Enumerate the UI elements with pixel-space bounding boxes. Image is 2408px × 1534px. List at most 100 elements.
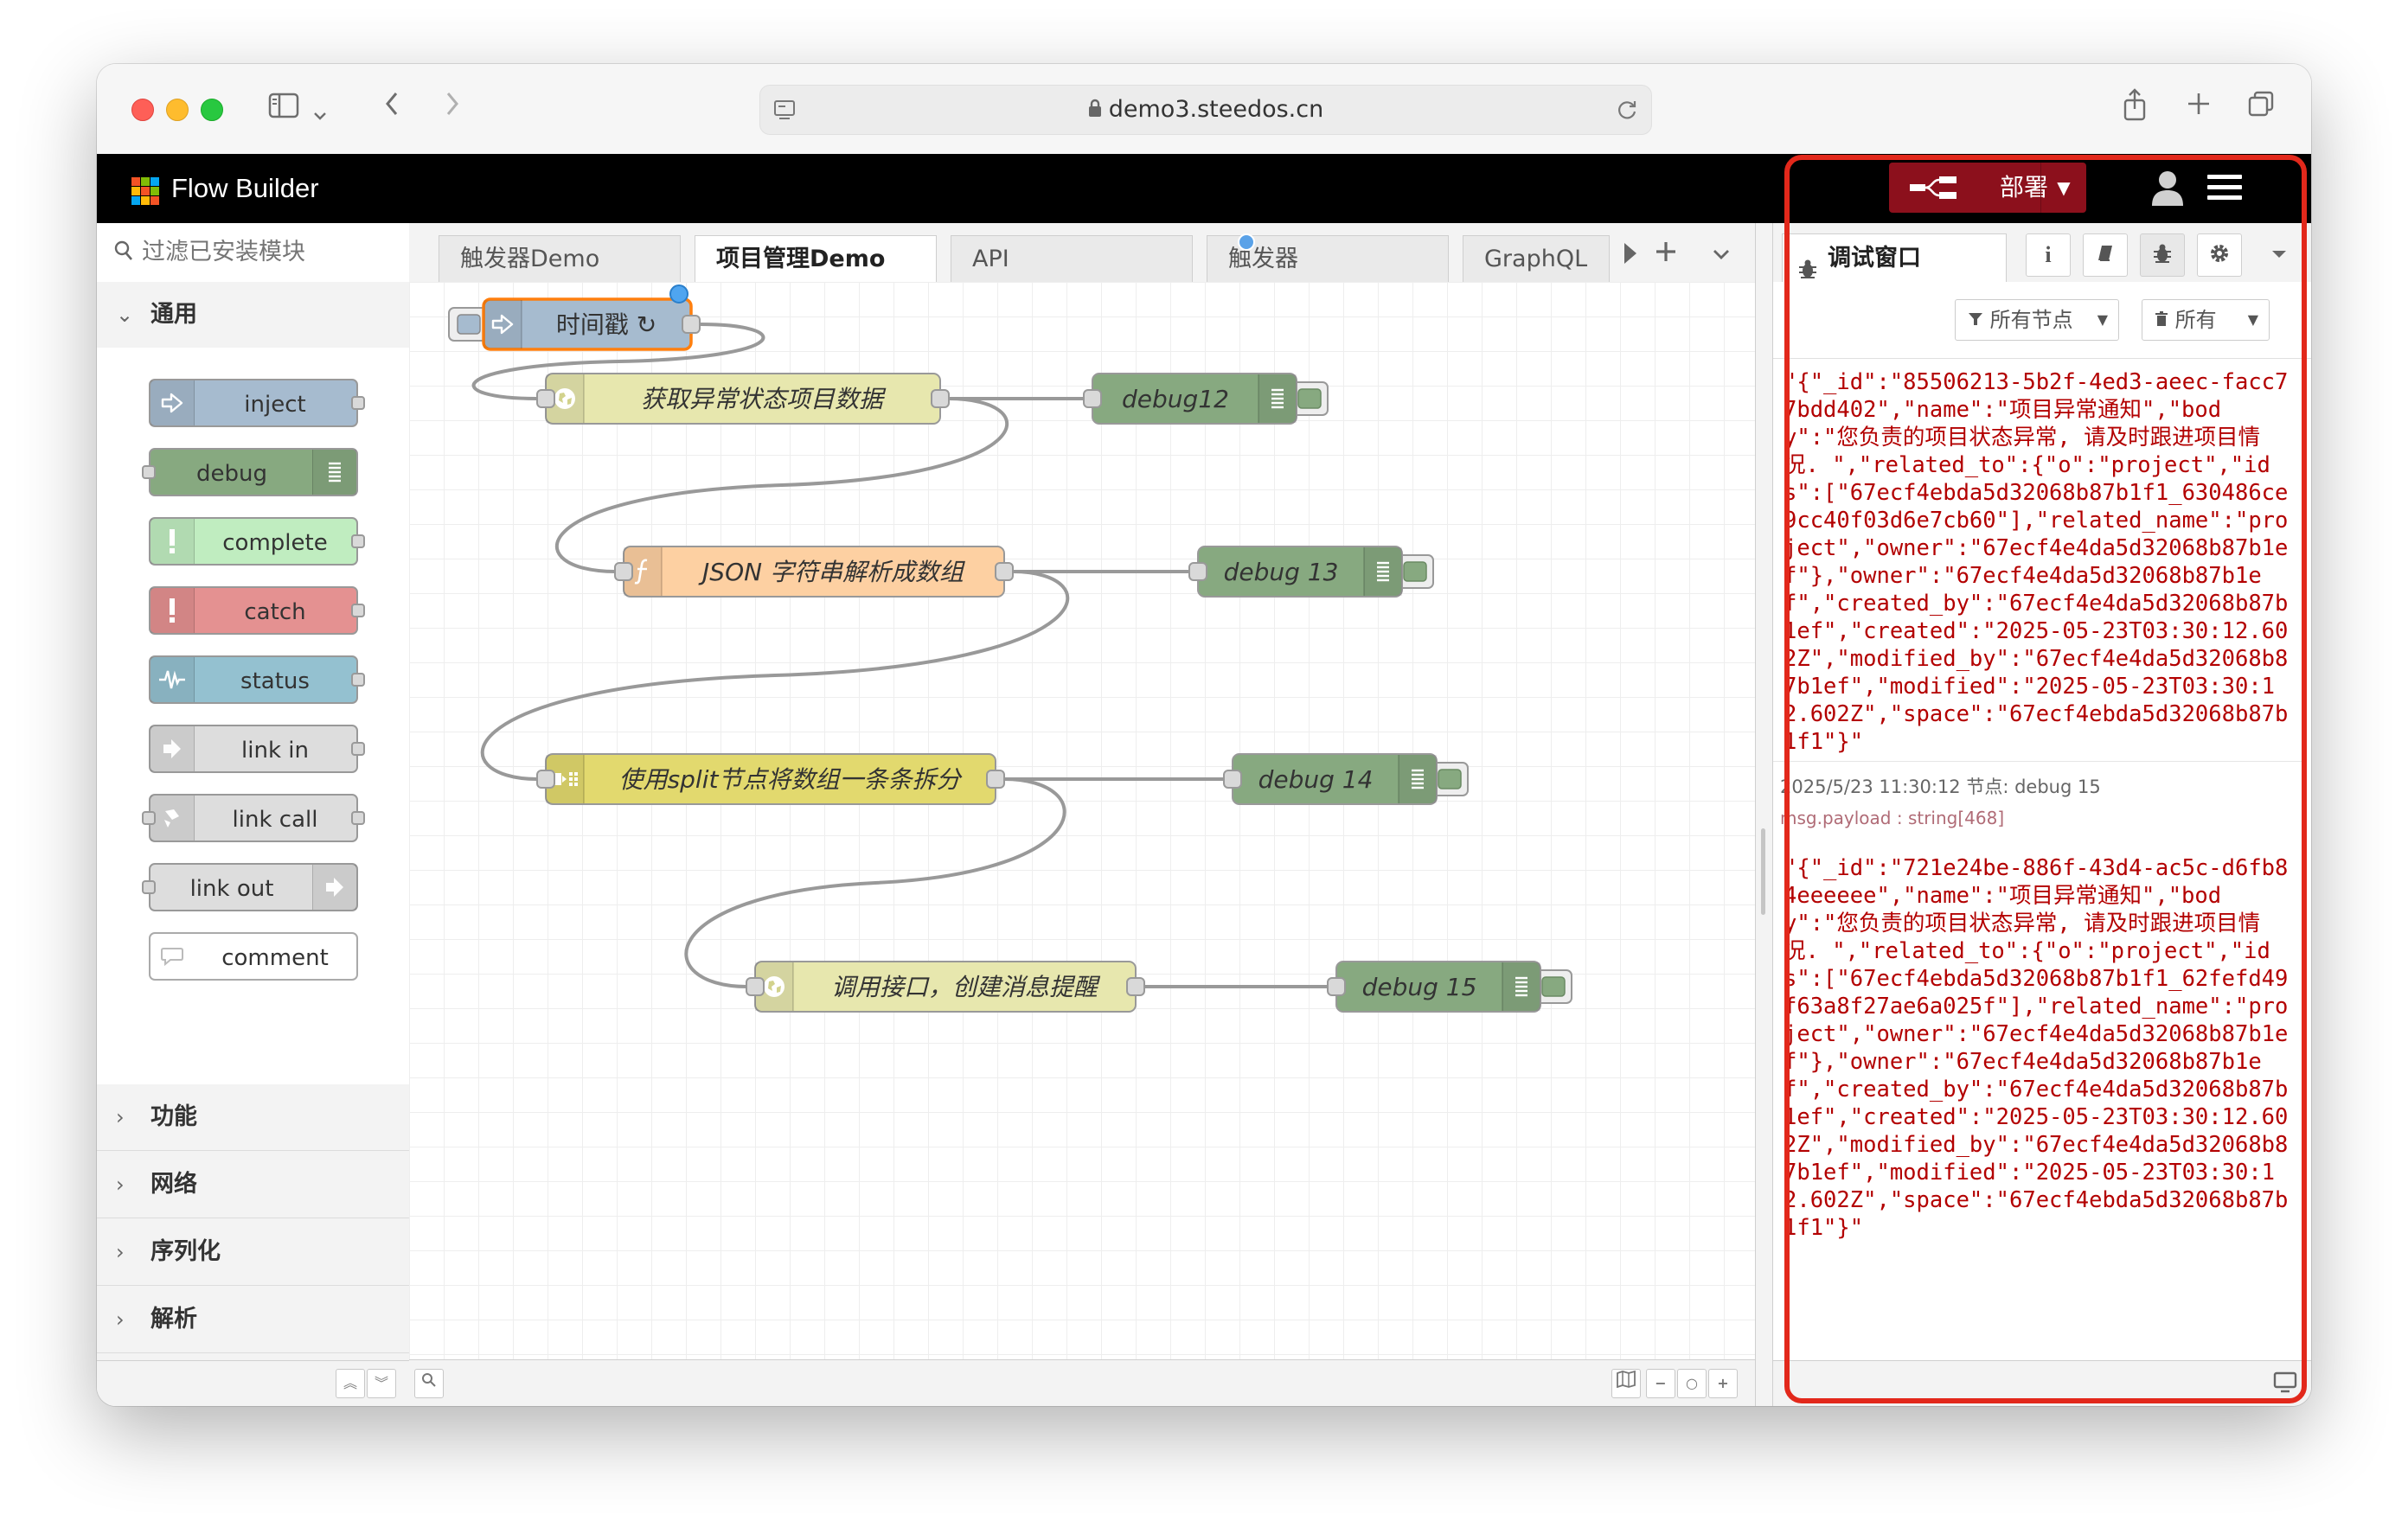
category-header[interactable]: ›序列化 xyxy=(97,1219,409,1286)
input-port[interactable] xyxy=(536,389,555,408)
input-port[interactable] xyxy=(1223,770,1242,789)
category-label: 功能 xyxy=(150,1103,197,1130)
sidebar-menu-caret-icon[interactable] xyxy=(2270,247,2289,264)
category-header[interactable]: ›功能 xyxy=(97,1084,409,1151)
debug-message-body[interactable]: "{"_id":"85506213-5b2f-4ed3-aeec-facc77b… xyxy=(1784,369,2289,755)
flow-wire[interactable] xyxy=(554,397,1009,573)
flow-node-n5[interactable]: 调用接口，创建消息提醒 xyxy=(746,961,1145,1013)
flow-wire[interactable] xyxy=(471,323,765,400)
expand-all-button[interactable]: ︾ xyxy=(367,1369,396,1398)
hamburger-menu-icon[interactable] xyxy=(2207,175,2242,202)
user-icon[interactable] xyxy=(2150,169,2185,208)
output-port[interactable] xyxy=(986,770,1005,789)
tab-graphql[interactable]: GraphQL xyxy=(1463,235,1610,282)
panel-separator[interactable] xyxy=(1755,223,1773,1406)
minimize-window-button[interactable] xyxy=(166,99,189,121)
browser-window: demo3.steedos.cn Flow Builder 部署 ▼ xyxy=(97,64,2311,1406)
category-header[interactable]: ›网络 xyxy=(97,1152,409,1218)
deploy-button[interactable]: 部署 ▼ xyxy=(1889,163,2086,213)
config-tab-button[interactable] xyxy=(2197,233,2242,277)
output-port xyxy=(351,673,365,687)
sidebar-toggle-icon[interactable] xyxy=(266,92,301,126)
input-port[interactable] xyxy=(746,977,765,996)
chevron-down-icon[interactable] xyxy=(310,93,330,128)
category-common-header[interactable]: ⌄ 通用 xyxy=(97,282,409,348)
forward-icon[interactable] xyxy=(439,90,465,125)
flow-list-caret-icon[interactable] xyxy=(1712,247,1731,264)
address-bar[interactable]: demo3.steedos.cn xyxy=(759,85,1652,135)
separator-grip[interactable] xyxy=(1761,828,1765,915)
output-port[interactable] xyxy=(1126,977,1145,996)
navigator-button[interactable] xyxy=(1611,1369,1641,1398)
palette-node-catch[interactable]: catch xyxy=(149,586,365,635)
tab-debug-window[interactable]: 调试窗口 xyxy=(1782,233,2007,282)
flow-node-d15[interactable]: debug 15 xyxy=(1327,961,1572,1013)
filter-nodes-button[interactable]: 所有节点 ▼ xyxy=(1955,299,2119,341)
reload-icon[interactable] xyxy=(1615,98,1639,125)
output-port[interactable] xyxy=(931,389,950,408)
site-settings-icon[interactable] xyxy=(772,98,797,125)
tab-trigger-demo[interactable]: 触发器Demo xyxy=(439,235,681,282)
debug-tab-button[interactable] xyxy=(2140,233,2185,277)
palette-node-label: catch xyxy=(244,599,306,625)
output-port xyxy=(351,396,365,410)
add-flow-icon[interactable] xyxy=(1653,239,1679,268)
zoom-out-button[interactable]: − xyxy=(1646,1369,1675,1398)
flow-node-n3[interactable]: JSON 字符串解析成数组 xyxy=(614,546,1014,598)
sidebar-tab-bar: 调试窗口 i xyxy=(1773,223,2311,283)
flow-node-d13[interactable]: debug 13 xyxy=(1188,546,1434,598)
monitor-icon[interactable] xyxy=(2273,1371,2297,1397)
collapse-all-button[interactable]: ︽ xyxy=(336,1369,365,1398)
input-port[interactable] xyxy=(1188,562,1207,581)
zoom-in-button[interactable]: + xyxy=(1708,1369,1738,1398)
close-window-button[interactable] xyxy=(131,99,154,121)
info-tab-button[interactable]: i xyxy=(2026,233,2071,277)
palette-node-link-out[interactable]: link out xyxy=(142,863,358,911)
flow-node-n4[interactable]: 使用split节点将数组一条条拆分 xyxy=(536,753,1005,805)
input-port[interactable] xyxy=(1327,977,1346,996)
book-icon xyxy=(2095,243,2116,267)
flow-node-n1[interactable]: 时间戳 ↻ xyxy=(448,284,701,351)
palette-filter-input[interactable] xyxy=(140,233,394,270)
zoom-reset-button[interactable]: ○ xyxy=(1677,1369,1707,1398)
input-port[interactable] xyxy=(614,562,633,581)
lock-icon xyxy=(1088,86,1102,135)
flow-node-d14[interactable]: debug 14 xyxy=(1223,753,1469,805)
scroll-tabs-right-icon[interactable] xyxy=(1622,239,1639,272)
tab-api[interactable]: API xyxy=(951,235,1193,282)
output-port[interactable] xyxy=(995,562,1014,581)
tab-overview-icon[interactable] xyxy=(2245,90,2277,125)
palette-node-complete[interactable]: complete xyxy=(149,517,365,566)
list-icon xyxy=(1412,769,1424,789)
palette-node-comment[interactable]: comment xyxy=(149,932,358,981)
output-port xyxy=(351,742,365,756)
palette-node-debug[interactable]: debug xyxy=(142,448,358,496)
input-port[interactable] xyxy=(536,770,555,789)
zoom-window-button[interactable] xyxy=(201,99,223,121)
flow-node-d12[interactable]: debug12 xyxy=(1083,373,1329,425)
debug-message-body[interactable]: "{"_id":"721e24be-886f-43d4-ac5c-d6fb84e… xyxy=(1784,855,2289,1241)
flow-node-n2[interactable]: 获取异常状态项目数据 xyxy=(536,373,950,425)
palette-node-status[interactable]: status xyxy=(149,655,365,704)
logo-square xyxy=(131,187,140,195)
help-tab-button[interactable] xyxy=(2083,233,2128,277)
debug-message-path[interactable]: msg.payload : string[468] xyxy=(1780,808,2005,828)
palette-node-link-in[interactable]: link in xyxy=(149,725,365,773)
output-port[interactable] xyxy=(682,315,701,334)
debug-message-list[interactable]: "{"_id":"85506213-5b2f-4ed3-aeec-facc77b… xyxy=(1773,358,2303,1361)
palette-node-link-call[interactable]: link call xyxy=(142,794,365,842)
tab-project-demo[interactable]: 项目管理Demo xyxy=(695,235,937,283)
input-port[interactable] xyxy=(1083,389,1102,408)
search-flows-button[interactable] xyxy=(414,1369,444,1398)
deploy-menu-button[interactable]: ▼ xyxy=(2040,163,2086,213)
category-header[interactable]: ›解析 xyxy=(97,1287,409,1353)
palette-node-inject[interactable]: inject xyxy=(149,379,365,427)
flow-wire[interactable] xyxy=(684,777,1066,988)
clear-messages-button[interactable]: 所有 ▼ xyxy=(2142,299,2270,341)
new-tab-icon[interactable] xyxy=(2183,90,2214,125)
flow-wire[interactable] xyxy=(480,570,1070,781)
share-icon[interactable] xyxy=(2119,88,2150,129)
tab-trigger[interactable]: 触发器 xyxy=(1207,235,1449,282)
back-icon[interactable] xyxy=(379,90,405,125)
